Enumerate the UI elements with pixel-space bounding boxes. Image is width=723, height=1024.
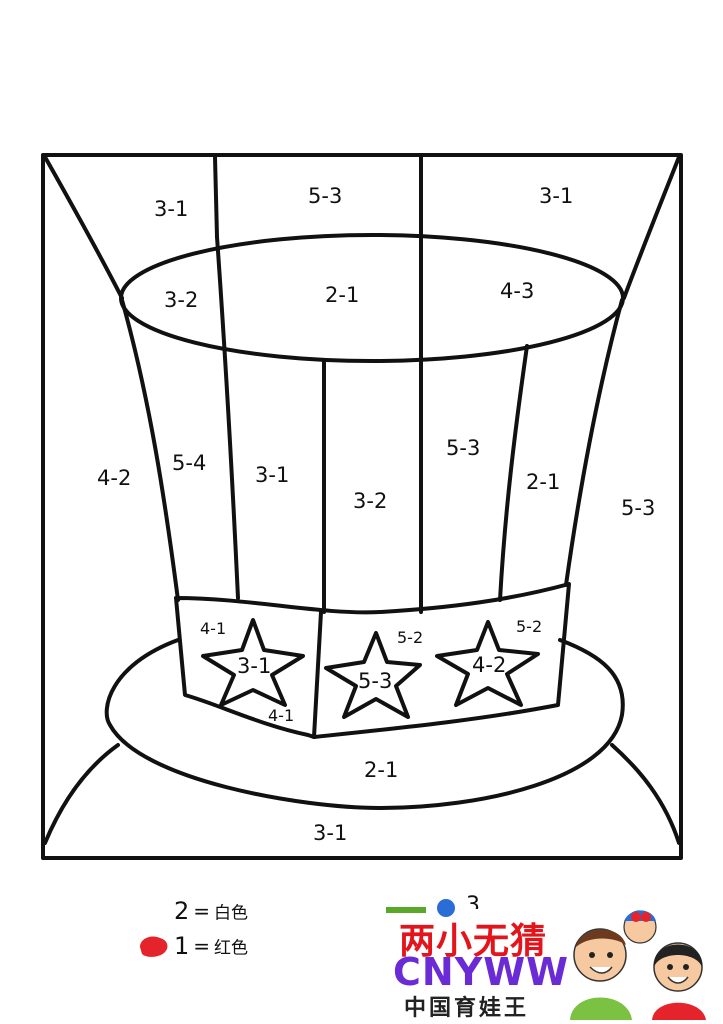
legend-item-white: 2=白色 — [174, 897, 248, 925]
logo-title: 两小无猜 — [399, 921, 548, 962]
label-ellipse-left: 3-2 — [164, 288, 198, 312]
red-paint-blob-icon — [140, 936, 168, 957]
label-band-bottom-left: 4-1 — [268, 706, 294, 725]
bottom-right-curve — [610, 743, 681, 845]
hat-band — [174, 582, 571, 739]
logo-subtitle: 中国育娃王 — [404, 996, 530, 1021]
stripe-line-4 — [498, 344, 529, 602]
label-band-top-left: 4-1 — [200, 619, 226, 638]
label-top-right: 3-1 — [539, 184, 573, 208]
label-top-left: 3-1 — [154, 197, 188, 221]
hat-brim — [104, 638, 625, 810]
label-star-1: 3-1 — [237, 654, 271, 678]
label-star-2: 5-3 — [358, 669, 392, 693]
label-stripe-1: 5-4 — [172, 451, 206, 475]
legend-equals: = — [193, 934, 211, 958]
label-bg-left: 4-2 — [97, 466, 131, 490]
legend-item-red: 1=红色 — [174, 932, 248, 960]
green-swatch-icon — [386, 907, 426, 913]
label-top-mid: 5-3 — [308, 184, 342, 208]
label-band-right: 5-2 — [516, 617, 542, 636]
label-stripe-5: 2-1 — [526, 470, 560, 494]
legend-equals: = — [193, 899, 211, 923]
star-3 — [435, 620, 540, 707]
bottom-left-curve — [43, 743, 120, 845]
label-stripe-2: 3-1 — [255, 463, 289, 487]
label-stripe-4: 5-3 — [446, 436, 480, 460]
label-band-mid: 5-2 — [397, 628, 423, 647]
label-ellipse-mid: 2-1 — [325, 283, 359, 307]
blue-dot-icon — [437, 899, 455, 917]
label-star-3: 4-2 — [472, 653, 506, 677]
hat-right-side — [564, 298, 624, 587]
star-1 — [201, 618, 305, 707]
hat-top-right-edge — [622, 155, 681, 300]
label-ellipse-right: 4-3 — [500, 279, 534, 303]
label-brim: 2-1 — [364, 758, 398, 782]
legend-color-name: 红色 — [214, 938, 249, 959]
legend-color-name: 白色 — [214, 903, 249, 924]
logo-brand: CNYWW — [393, 950, 570, 994]
star-2 — [324, 631, 422, 719]
label-bg-right: 5-3 — [621, 496, 655, 520]
top-divider-left — [213, 155, 219, 239]
legend-number: 1 — [174, 932, 190, 960]
label-bottom: 3-1 — [313, 821, 347, 845]
legend-number: 2 — [174, 897, 190, 925]
label-stripe-3: 3-2 — [353, 489, 387, 513]
band-divider — [312, 610, 323, 739]
hat-left-side — [120, 298, 180, 602]
stripe-line-1 — [215, 235, 240, 600]
logo-kids-illustration — [570, 910, 706, 1020]
frame — [41, 153, 683, 860]
legend-partial-number: 3 — [466, 893, 480, 909]
hat-top-ellipse — [119, 233, 625, 363]
hat-top-left-edge — [43, 155, 124, 300]
